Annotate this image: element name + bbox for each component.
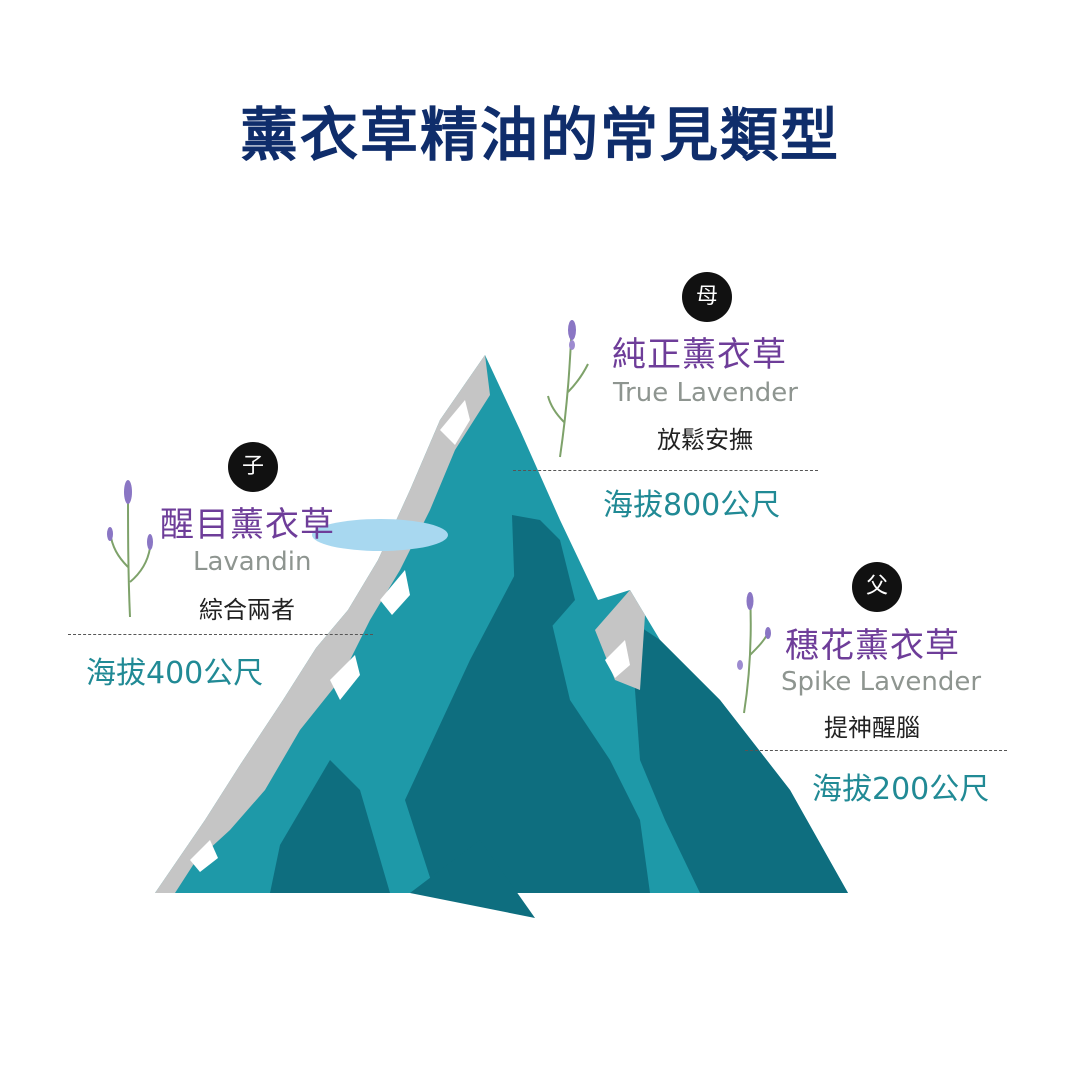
mountain-shadow-main [405,565,650,893]
lavandin-name: 醒目薰衣草 [160,505,335,545]
page-title: 薰衣草精油的常見類型 [239,101,840,169]
role-badge-father: 父 [852,562,902,612]
snow-left-face [155,355,490,893]
spike-lavender-english: Spike Lavender [781,667,982,697]
altitude-line-400 [68,634,373,635]
snow-highlight-right [605,640,630,678]
snow-highlight-base [190,840,218,872]
mountain-shadow-foot [410,840,535,918]
role-badge-mother: 母 [682,272,732,322]
altitude-line-800 [513,470,818,471]
true-lavender-effect: 放鬆安撫 [657,426,753,454]
lavandin-effect: 綜合兩者 [199,596,295,624]
mountain-shadow-center [512,515,575,640]
spike-lavender-name: 穗花薰衣草 [785,626,960,666]
snow-highlight-low [330,655,360,700]
spike-lavender-effect: 提神醒腦 [824,714,920,742]
altitude-line-200 [745,750,1007,751]
lavender-sprig-icon [737,592,771,714]
altitude-label-400: 海拔400公尺 [86,656,264,691]
snow-right-peak [595,590,645,690]
snow-highlight-mid [380,570,410,615]
role-badge-child: 子 [228,442,278,492]
mountain-shadow-right [630,620,848,893]
snow-highlight-top [440,400,470,445]
lavender-sprig-icon [107,480,153,618]
true-lavender-name: 純正薰衣草 [612,335,787,375]
altitude-label-200: 海拔200公尺 [812,772,990,807]
mountain-lake [312,519,448,551]
altitude-label-800: 海拔800公尺 [603,488,781,523]
lavandin-english: Lavandin [193,547,312,577]
true-lavender-english: True Lavender [613,378,798,408]
lavender-sprig-icon [547,320,589,458]
mountain-shadow-left [270,760,390,893]
